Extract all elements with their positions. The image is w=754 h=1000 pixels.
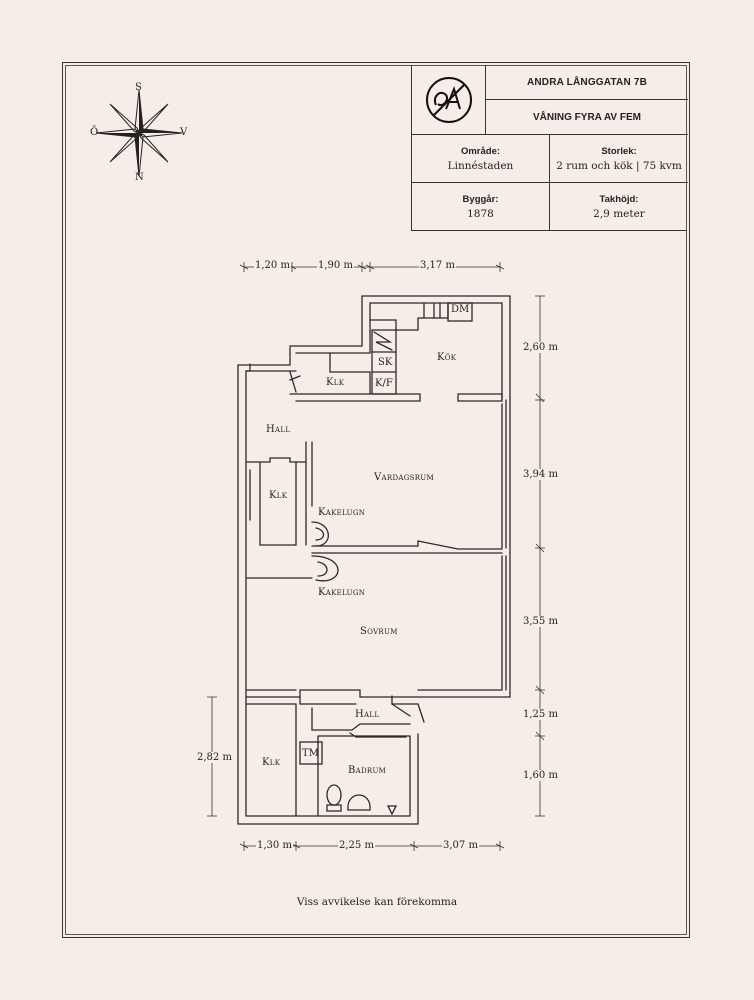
room-klk-mid: Klk: [269, 490, 288, 501]
dim-bottom-2: 2,25 m: [338, 840, 375, 851]
compass-south: S: [135, 82, 142, 93]
size-value: 2 rum och kök | 75 kvm: [556, 159, 682, 172]
compass-rose-icon: [95, 89, 183, 177]
ceiling-label: Takhöjd:: [599, 194, 639, 205]
year-label: Byggår:: [462, 194, 499, 205]
monogram-logo-icon: [425, 76, 472, 123]
year-cell: Byggår: 1878: [412, 183, 550, 231]
room-vardagsrum: Vardagsrum: [374, 472, 434, 483]
ceiling-cell: Takhöjd: 2,9 meter: [550, 183, 688, 231]
disclaimer: Viss avvikelse kan förekomma: [296, 896, 458, 908]
room-kok: Kök: [437, 352, 457, 363]
dim-bottom-3: 3,07 m: [442, 840, 479, 851]
floor-level: VÅNING FYRA AV FEM: [486, 100, 688, 135]
dim-left-1: 2,82 m: [196, 752, 233, 763]
logo-cell: [412, 65, 486, 135]
room-sovrum: Sovrum: [360, 626, 398, 637]
dim-right-5: 1,60 m: [522, 770, 559, 781]
inner-frame: [65, 65, 687, 935]
dim-right-4: 1,25 m: [522, 709, 559, 720]
area-cell: Område: Linnéstaden: [412, 135, 550, 183]
year-value: 1878: [467, 208, 494, 220]
dim-right-2: 3,94 m: [522, 469, 559, 480]
dim-right-1: 2,60 m: [522, 342, 559, 353]
compass-east: Ö: [90, 127, 99, 138]
compass-north: N: [135, 172, 144, 183]
dim-top-2: 1,90 m: [317, 260, 354, 271]
size-cell: Storlek: 2 rum och kök | 75 kvm: [550, 135, 688, 183]
fixture-kf: K/F: [375, 378, 393, 389]
dim-bottom-1: 1,30 m: [256, 840, 293, 851]
area-label: Område:: [460, 145, 501, 157]
address: ANDRA LÅNGGATAN 7B: [486, 65, 688, 100]
dim-top-1: 1,20 m: [254, 260, 291, 271]
room-hall-bottom: Hall: [355, 709, 380, 720]
room-hall-top: Hall: [266, 424, 291, 435]
dim-top-3: 3,17 m: [419, 260, 456, 271]
fixture-sk: SK: [378, 357, 393, 368]
fixture-dm: DM: [451, 304, 470, 315]
dim-right-3: 3,55 m: [522, 616, 559, 627]
label-kakelugn-1: Kakelugn: [318, 507, 366, 518]
room-klk-bottom: Klk: [262, 757, 281, 768]
label-kakelugn-2: Kakelugn: [318, 587, 366, 598]
ceiling-value: 2,9 meter: [593, 208, 645, 220]
size-label: Storlek:: [601, 145, 637, 157]
room-klk-top: Klk: [326, 377, 345, 388]
compass-west: V: [180, 127, 188, 138]
area-value: Linnéstaden: [447, 159, 514, 172]
outer-frame: [62, 62, 690, 938]
info-table: ANDRA LÅNGGATAN 7B VÅNING FYRA AV FEM Om…: [411, 65, 688, 231]
room-badrum: Badrum: [348, 765, 387, 776]
fixture-tm: TM: [302, 748, 319, 759]
